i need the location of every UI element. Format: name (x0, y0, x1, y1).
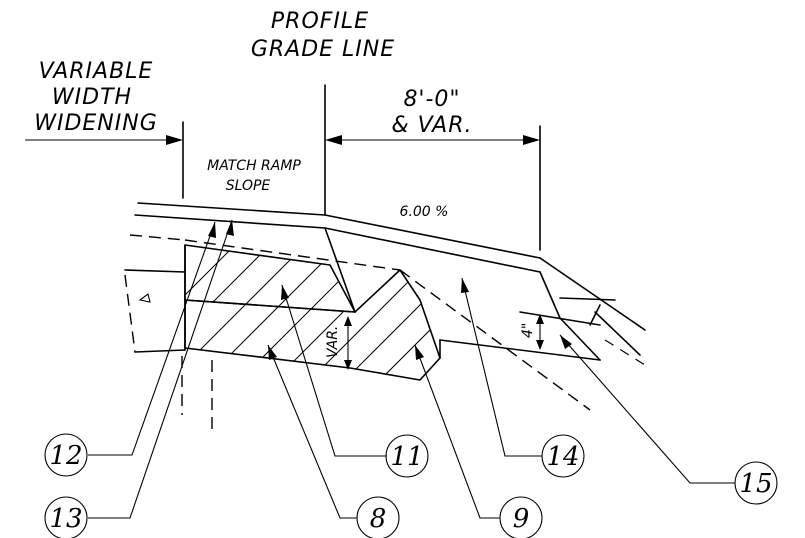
label-line: PROFILE (271, 9, 369, 34)
label-line: SLOPE (226, 178, 271, 194)
label-line: 8'-0" (403, 87, 460, 112)
label-line: MATCH RAMP (207, 158, 301, 174)
pavement-surface (134, 202, 646, 366)
profile-grade-line-label: PROFILE GRADE LINE (251, 9, 395, 62)
label-line: WIDENING (34, 111, 158, 136)
dimension-lines (25, 84, 541, 251)
label-line: VARIABLE (39, 59, 154, 84)
match-ramp-slope-label: MATCH RAMP SLOPE (207, 158, 301, 194)
slope-label: 6.00 % (400, 204, 449, 220)
callout-number: 11 (390, 442, 423, 472)
depth-label: 4" (520, 323, 536, 338)
callout-9: 9 (499, 496, 543, 538)
callout-number: 12 (49, 441, 82, 471)
callout-number: 8 (370, 504, 387, 534)
callout-number: 9 (513, 504, 530, 534)
callout-15: 15 (734, 461, 778, 505)
callout-8: 8 (356, 496, 400, 538)
label-line: WIDTH (52, 85, 132, 110)
label-line: & VAR. (391, 113, 472, 138)
callout-13: 13 (44, 496, 88, 538)
callout-number: 14 (546, 442, 579, 472)
callout-14: 14 (541, 434, 585, 478)
callout-number: 15 (739, 469, 772, 499)
existing-roadway (124, 234, 591, 435)
var-label: VAR. (325, 326, 341, 358)
leader-lines (88, 219, 735, 519)
callout-11: 11 (385, 434, 429, 478)
var-dimension: VAR. (325, 316, 352, 370)
depth-dimension: 4" (520, 314, 544, 350)
shoulder-width-label: 8'-0" & VAR. (391, 87, 472, 138)
callout-12: 12 (44, 433, 88, 477)
label-line: GRADE LINE (251, 37, 395, 62)
callout-number: 13 (49, 504, 82, 534)
variable-width-widening-label: VARIABLE WIDTH WIDENING (34, 59, 158, 136)
